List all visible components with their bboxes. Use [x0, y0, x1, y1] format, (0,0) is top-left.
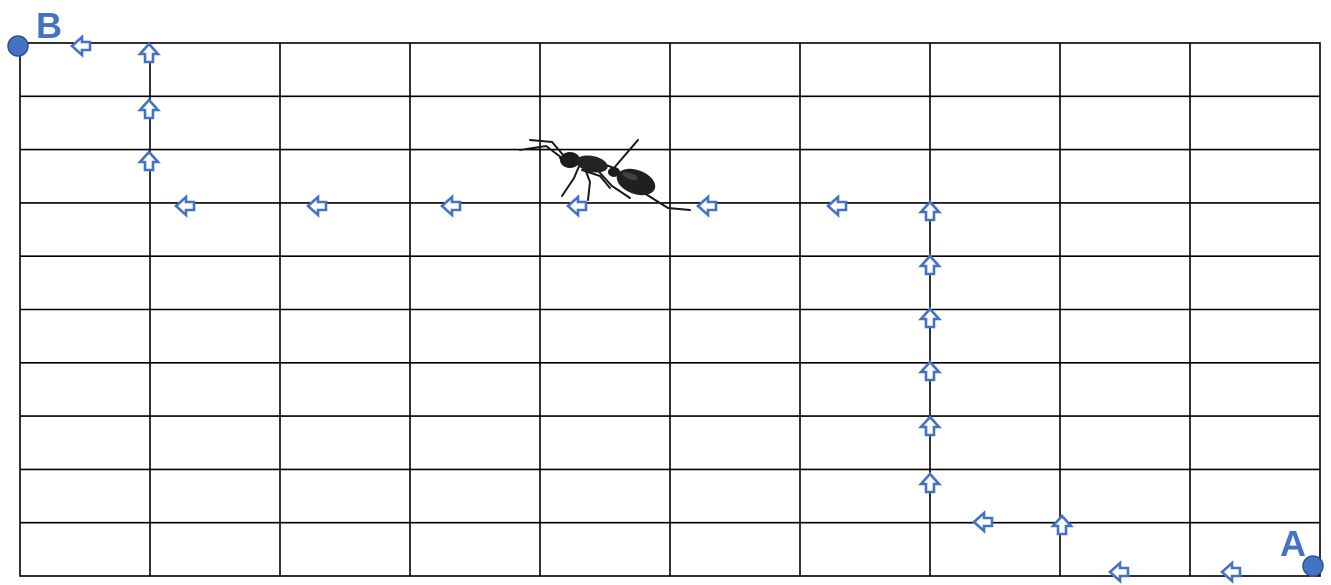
point-b-dot: [8, 36, 28, 56]
ant-icon: [520, 140, 690, 210]
arrow-up-icon: [921, 474, 939, 492]
arrow-up-icon: [921, 362, 939, 380]
point-a-dot: [1303, 556, 1323, 576]
arrow-left-icon: [698, 197, 716, 215]
arrow-left-icon: [568, 197, 586, 215]
arrow-up-icon: [921, 417, 939, 435]
arrow-left-icon: [1110, 563, 1128, 581]
endpoints: AB: [8, 5, 1323, 576]
arrow-left-icon: [974, 513, 992, 531]
point-a-label: A: [1280, 523, 1306, 564]
arrow-up-icon: [921, 202, 939, 220]
arrow-up-icon: [921, 256, 939, 274]
arrow-up-icon: [140, 100, 158, 118]
arrow-left-icon: [308, 197, 326, 215]
ant-thorax: [575, 153, 610, 175]
ant-abdomen: [613, 164, 659, 200]
ant-leg: [562, 164, 580, 196]
arrow-up-icon: [140, 152, 158, 170]
arrow-left-icon: [72, 37, 90, 55]
arrow-up-icon: [1053, 516, 1071, 534]
arrow-up-icon: [921, 309, 939, 327]
arrow-left-icon: [176, 197, 194, 215]
arrow-left-icon: [1222, 563, 1240, 581]
grid: [20, 43, 1320, 576]
point-b-label: B: [36, 5, 62, 46]
arrow-up-icon: [140, 44, 158, 62]
arrow-left-icon: [828, 197, 846, 215]
arrow-left-icon: [442, 197, 460, 215]
